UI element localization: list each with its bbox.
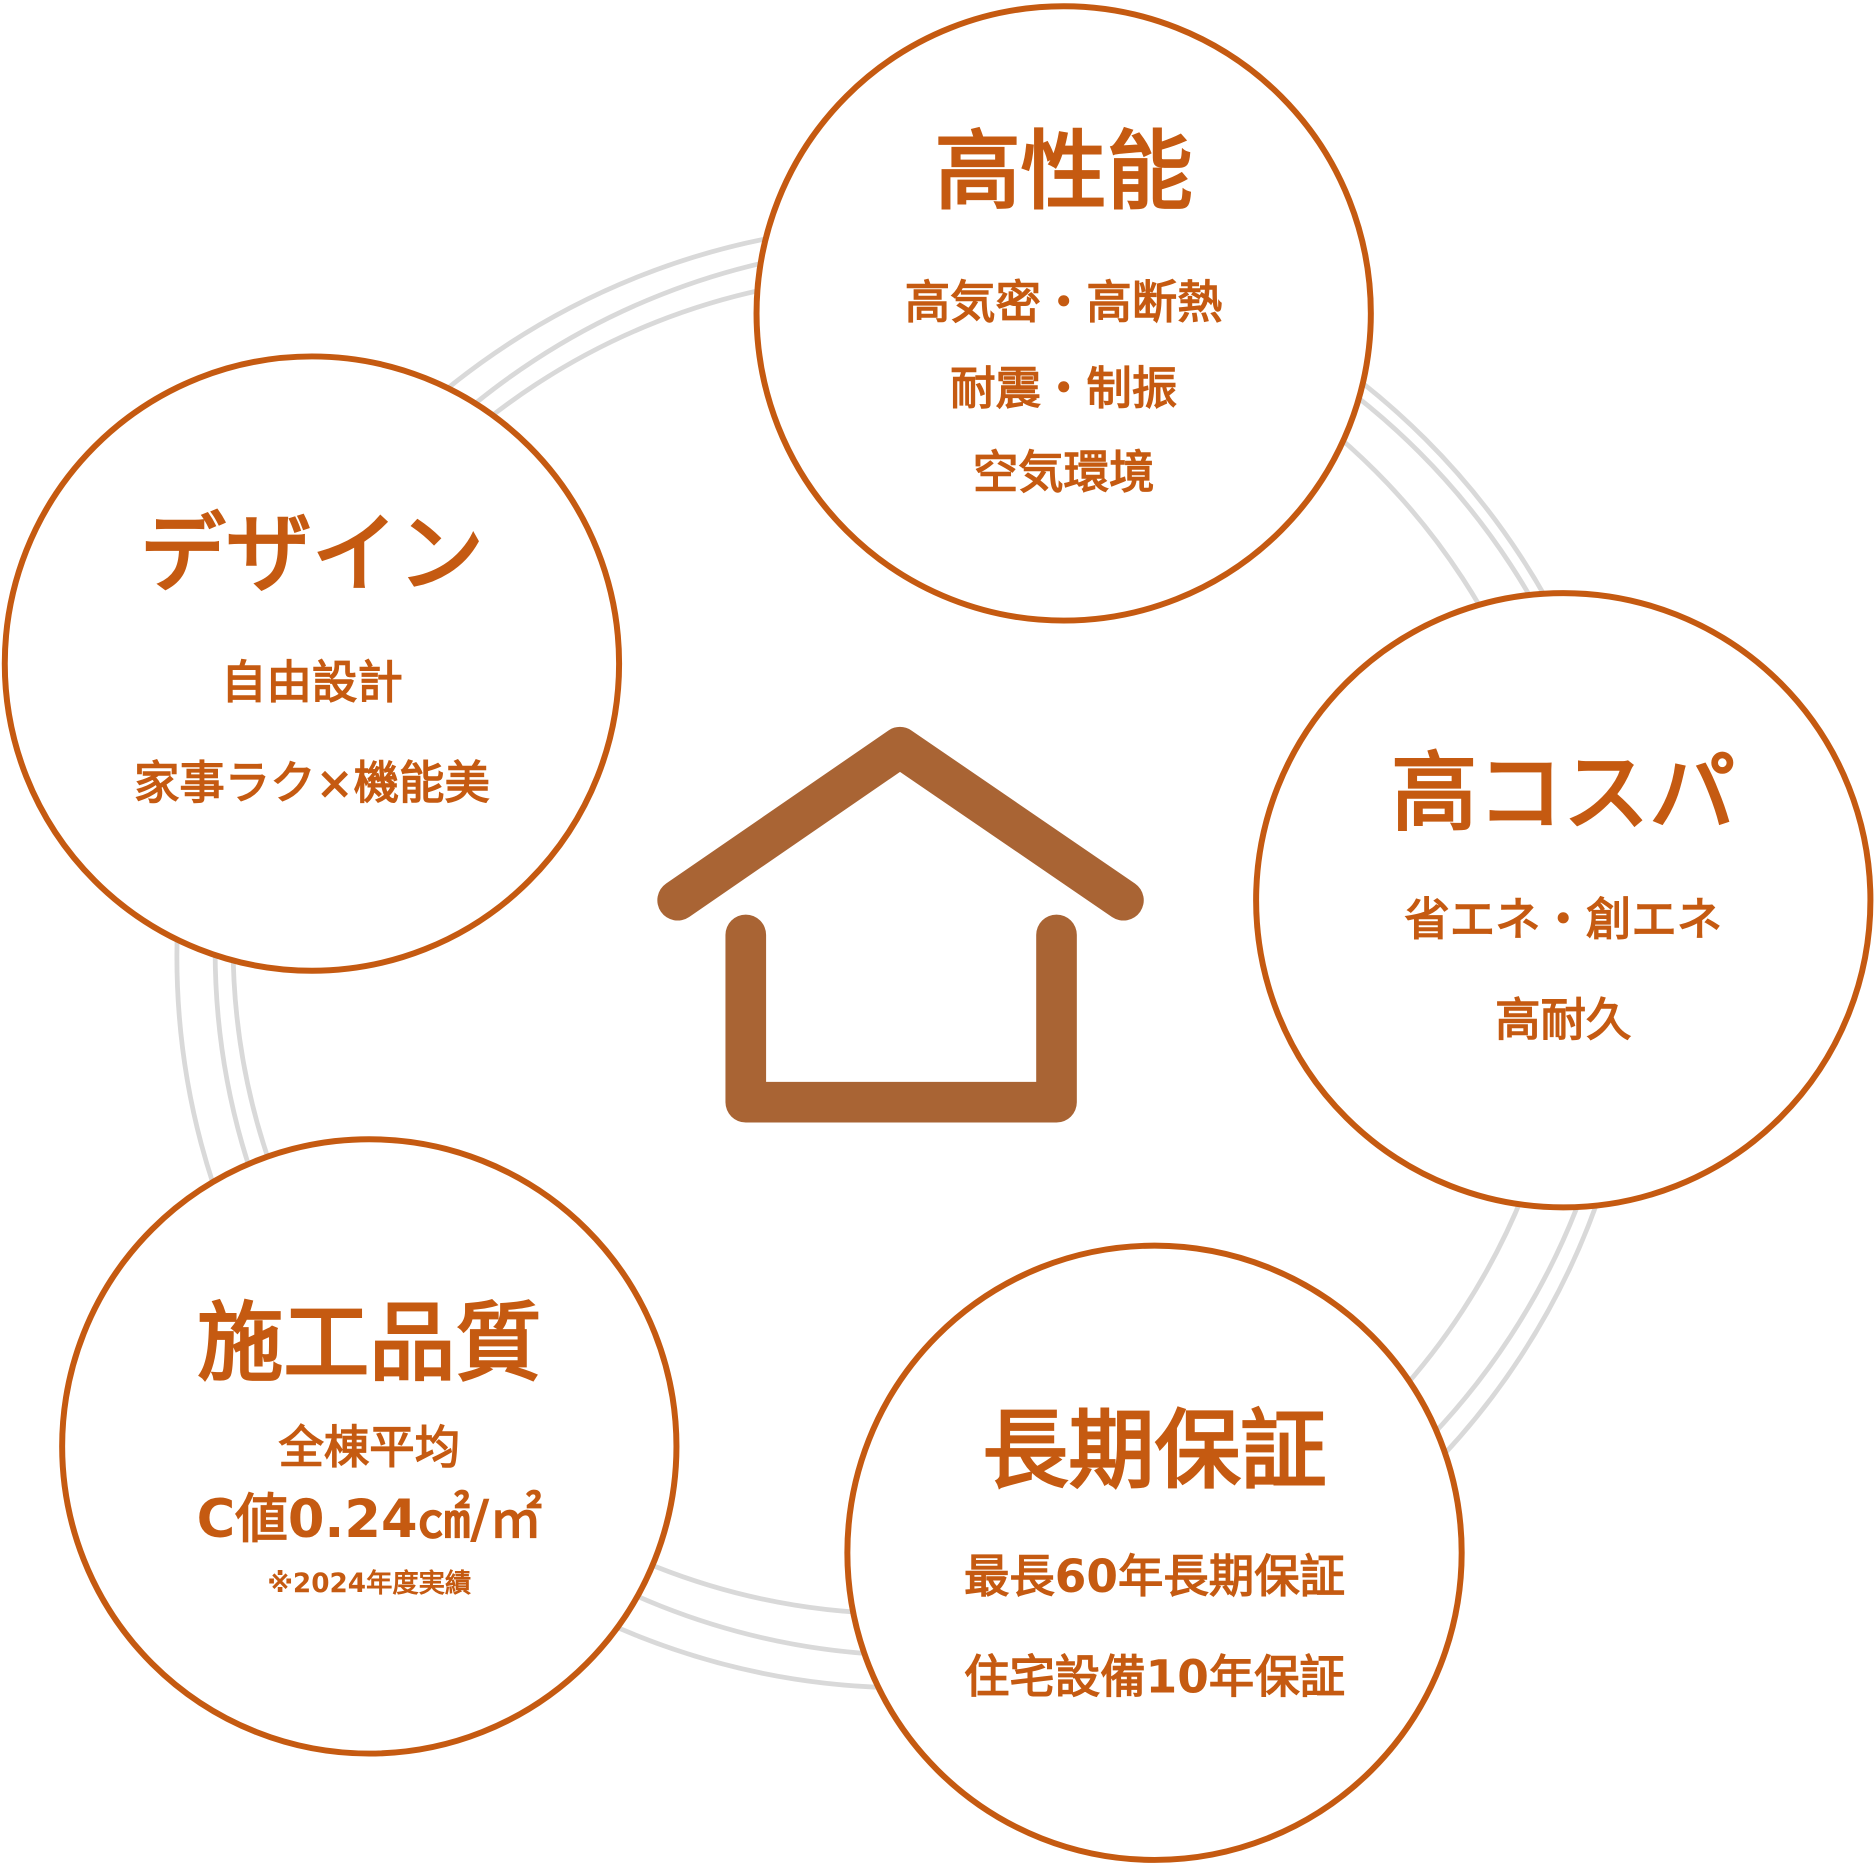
quality-line: 全棟平均 [277, 1421, 460, 1474]
circle-performance: 高性能 高気密・高断熱 耐震・制振 空気環境 [753, 3, 1374, 624]
circle-warranty: 長期保証 最長60年長期保証 住宅設備10年保証 [844, 1242, 1465, 1863]
warranty-title: 長期保証 [982, 1401, 1326, 1501]
circle-design: デザイン 自由設計 家事ラク×機能美 [1, 353, 623, 974]
design-line: 家事ラク×機能美 [134, 757, 490, 810]
design-title: デザイン [140, 505, 484, 605]
quality-value: C値0.24㎠/㎡ [197, 1489, 543, 1550]
performance-line: 空気環境 [973, 446, 1155, 499]
quality-title: 施工品質 [197, 1293, 541, 1393]
cost-line: 省エネ・創エネ [1404, 893, 1722, 946]
circle-cost: 高コスパ 省エネ・創エネ 高耐久 [1253, 590, 1874, 1211]
performance-line: 耐震・制振 [950, 362, 1177, 415]
design-line: 自由設計 [221, 656, 403, 709]
house-icon [657, 726, 1144, 1123]
cost-title: 高コスパ [1391, 744, 1735, 844]
warranty-line: 住宅設備10年保証 [964, 1651, 1345, 1704]
warranty-line: 最長60年長期保証 [964, 1550, 1345, 1603]
quality-note: ※2024年度実績 [267, 1568, 472, 1599]
performance-title: 高性能 [935, 122, 1193, 222]
performance-line: 高気密・高断熱 [905, 276, 1223, 329]
circle-quality: 施工品質 全棟平均 C値0.24㎠/㎡ ※2024年度実績 [59, 1136, 680, 1757]
cost-line: 高耐久 [1495, 993, 1632, 1046]
